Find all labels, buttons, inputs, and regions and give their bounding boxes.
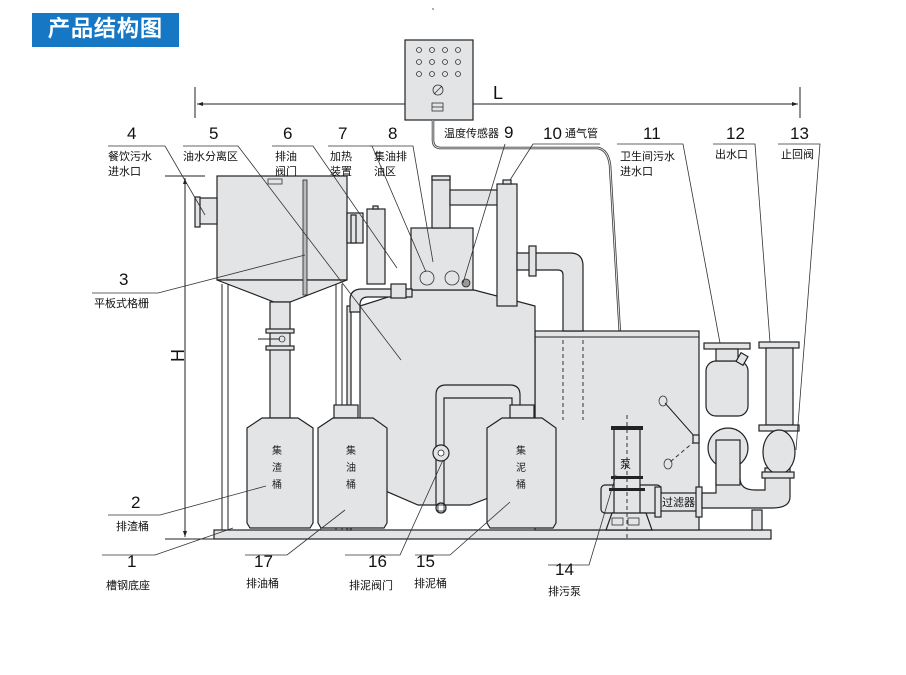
svg-text:槽钢底座: 槽钢底座 xyxy=(106,578,150,592)
svg-text:进水口: 进水口 xyxy=(620,165,653,178)
svg-text:10: 10 xyxy=(543,124,562,143)
svg-text:排泥阀门: 排泥阀门 xyxy=(349,578,393,592)
svg-text:集油排: 集油排 xyxy=(374,149,407,163)
page-title: 产品结构图 xyxy=(32,13,179,47)
sewage-pump: 泵 xyxy=(600,415,662,540)
svg-text:温度传感器: 温度传感器 xyxy=(444,126,499,140)
callout-10: 10 通气管 xyxy=(543,124,598,143)
svg-text:17: 17 xyxy=(254,552,273,571)
svg-text:2: 2 xyxy=(131,493,140,512)
svg-text:集: 集 xyxy=(516,444,526,457)
switch-knob-icon xyxy=(432,84,444,96)
svg-text:15: 15 xyxy=(416,552,435,571)
callout-1: 1 槽钢底座 xyxy=(106,552,150,592)
callout-13: 13 止回阀 xyxy=(781,124,814,161)
svg-text:集: 集 xyxy=(346,444,356,457)
svg-text:11: 11 xyxy=(643,124,661,143)
svg-text:排油: 排油 xyxy=(275,149,297,163)
callout-4: 4 餐饮污水 进水口 xyxy=(108,124,152,178)
svg-text:桶: 桶 xyxy=(272,478,282,491)
mud-valve xyxy=(432,444,450,514)
svg-text:通气管: 通气管 xyxy=(565,126,598,140)
svg-text:14: 14 xyxy=(555,560,574,579)
callout-8: 8 集油排 油区 xyxy=(374,124,407,178)
dimension-height-label: H xyxy=(168,349,188,362)
svg-text:加热: 加热 xyxy=(330,150,352,163)
callout-15: 15 排泥桶 xyxy=(414,552,447,590)
svg-text:集: 集 xyxy=(272,444,282,457)
svg-text:桶: 桶 xyxy=(346,478,356,491)
control-box xyxy=(404,39,474,121)
svg-text:出水口: 出水口 xyxy=(715,147,748,161)
svg-text:9: 9 xyxy=(504,123,513,142)
dimension-length: L xyxy=(194,83,801,118)
svg-text:阀门: 阀门 xyxy=(275,164,297,178)
svg-text:油水分离区: 油水分离区 xyxy=(183,149,238,163)
callout-14: 14 排污泵 xyxy=(548,560,581,598)
callout-11: 11 卫生间污水 进水口 xyxy=(620,124,675,178)
callout-9: 温度传感器 9 xyxy=(444,123,513,142)
svg-text:6: 6 xyxy=(283,124,292,143)
svg-text:止回阀: 止回阀 xyxy=(781,147,814,161)
outlet-piping xyxy=(701,341,800,531)
dimension-height: H xyxy=(165,175,215,540)
callout-7: 7 加热 装置 xyxy=(330,124,352,178)
callout-2: 2 排渣桶 xyxy=(116,493,149,533)
svg-text:卫生间污水: 卫生间污水 xyxy=(620,149,675,163)
svg-text:渣: 渣 xyxy=(272,461,282,474)
svg-text:排污泵: 排污泵 xyxy=(548,584,581,598)
svg-text:过滤器: 过滤器 xyxy=(662,496,695,509)
callout-17: 17 排油桶 xyxy=(246,552,279,590)
svg-text:7: 7 xyxy=(338,124,347,143)
svg-text:餐饮污水: 餐饮污水 xyxy=(108,149,152,163)
svg-text:13: 13 xyxy=(790,124,809,143)
svg-text:4: 4 xyxy=(127,124,136,143)
svg-text:16: 16 xyxy=(368,552,387,571)
float-switch xyxy=(658,395,700,470)
callout-12: 12 出水口 xyxy=(715,124,748,161)
svg-text:泥: 泥 xyxy=(516,461,526,474)
slag-bucket: 集 渣 桶 xyxy=(246,417,314,529)
dimension-length-label: L xyxy=(493,83,503,103)
svg-text:5: 5 xyxy=(209,124,218,143)
svg-text:进水口: 进水口 xyxy=(108,165,141,178)
svg-text:1: 1 xyxy=(127,552,136,571)
leader-lines xyxy=(92,8,821,566)
svg-text:12: 12 xyxy=(726,124,745,143)
svg-text:油区: 油区 xyxy=(374,164,396,178)
svg-text:桶: 桶 xyxy=(516,478,526,491)
callout-6: 6 排油 阀门 xyxy=(275,124,297,178)
callout-5: 5 油水分离区 xyxy=(183,124,238,163)
callout-3: 3 平板式格栅 xyxy=(94,270,149,310)
svg-text:3: 3 xyxy=(119,270,128,289)
svg-text:排渣桶: 排渣桶 xyxy=(116,519,149,533)
svg-text:排油桶: 排油桶 xyxy=(246,576,279,590)
callout-16: 16 排泥阀门 xyxy=(349,552,393,592)
svg-text:油: 油 xyxy=(346,461,356,474)
mud-bucket: 集 泥 桶 xyxy=(486,404,557,529)
oil-water-separator xyxy=(194,175,364,530)
oil-bucket: 集 油 桶 xyxy=(317,404,388,529)
channel-steel-base xyxy=(213,529,772,540)
svg-text:排泥桶: 排泥桶 xyxy=(414,576,447,590)
svg-text:泵: 泵 xyxy=(620,458,631,471)
indicator-lights xyxy=(416,47,461,77)
svg-text:平板式格栅: 平板式格栅 xyxy=(94,296,149,310)
svg-text:装置: 装置 xyxy=(330,165,352,178)
svg-text:8: 8 xyxy=(388,124,397,143)
